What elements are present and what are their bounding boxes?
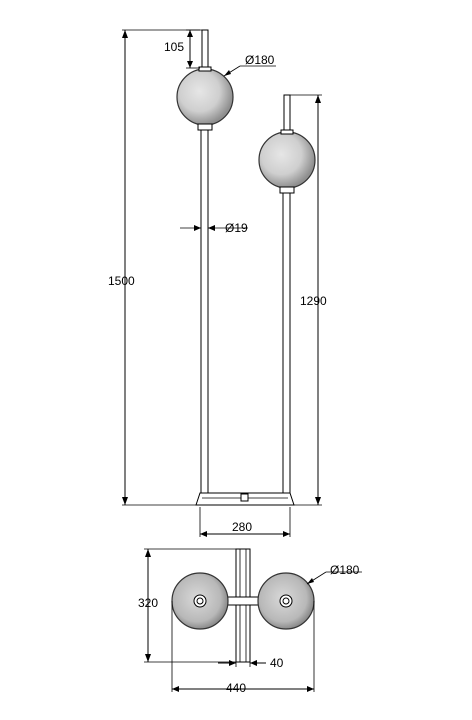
dim-1500-label: 1500 [108,274,135,288]
right-rod [282,192,291,494]
left-globe [176,68,234,126]
dim-40: 40 [218,656,284,670]
dim-globe-diameter-label: Ø180 [245,53,275,67]
dim-1290-label: 1290 [300,294,327,308]
right-lamp [258,94,316,494]
dim-105: 105 [164,29,200,69]
dim-105-label: 105 [164,40,184,54]
dim-globe-diameter: Ø180 [223,53,276,77]
left-rod [200,129,209,494]
top-view: 320 Ø180 40 440 [138,548,362,695]
left-lamp [176,29,234,494]
dim-280: 280 [199,507,291,537]
right-globe-cap-bottom [279,186,295,194]
base-switch [240,493,249,502]
floor-base [195,492,295,506]
dim-rod-diameter-label: Ø19 [225,221,248,235]
right-globe-cap-top [280,129,294,135]
dim-1500: 1500 [108,29,202,506]
dim-rod-diameter: Ø19 [180,221,248,235]
side-view: 1500 105 Ø180 Ø19 [108,29,327,537]
dim-1290: 1290 [290,94,327,506]
top-left-globe [171,572,229,630]
dim-40-label: 40 [270,656,284,670]
top-right-globe [257,572,315,630]
left-globe-cap-top [198,66,212,72]
dim-440: 440 [171,601,315,695]
dim-440-label: 440 [226,681,246,695]
dim-320-label: 320 [138,596,158,610]
dim-280-label: 280 [232,520,252,534]
right-globe [258,131,316,189]
left-globe-cap-bottom [197,123,213,131]
dim-top-globe-diameter: Ø180 [306,563,362,585]
left-top-stub [201,29,209,73]
right-top-stub [283,94,291,136]
dim-320: 320 [138,548,236,663]
dim-top-globe-diameter-label: Ø180 [330,563,360,577]
